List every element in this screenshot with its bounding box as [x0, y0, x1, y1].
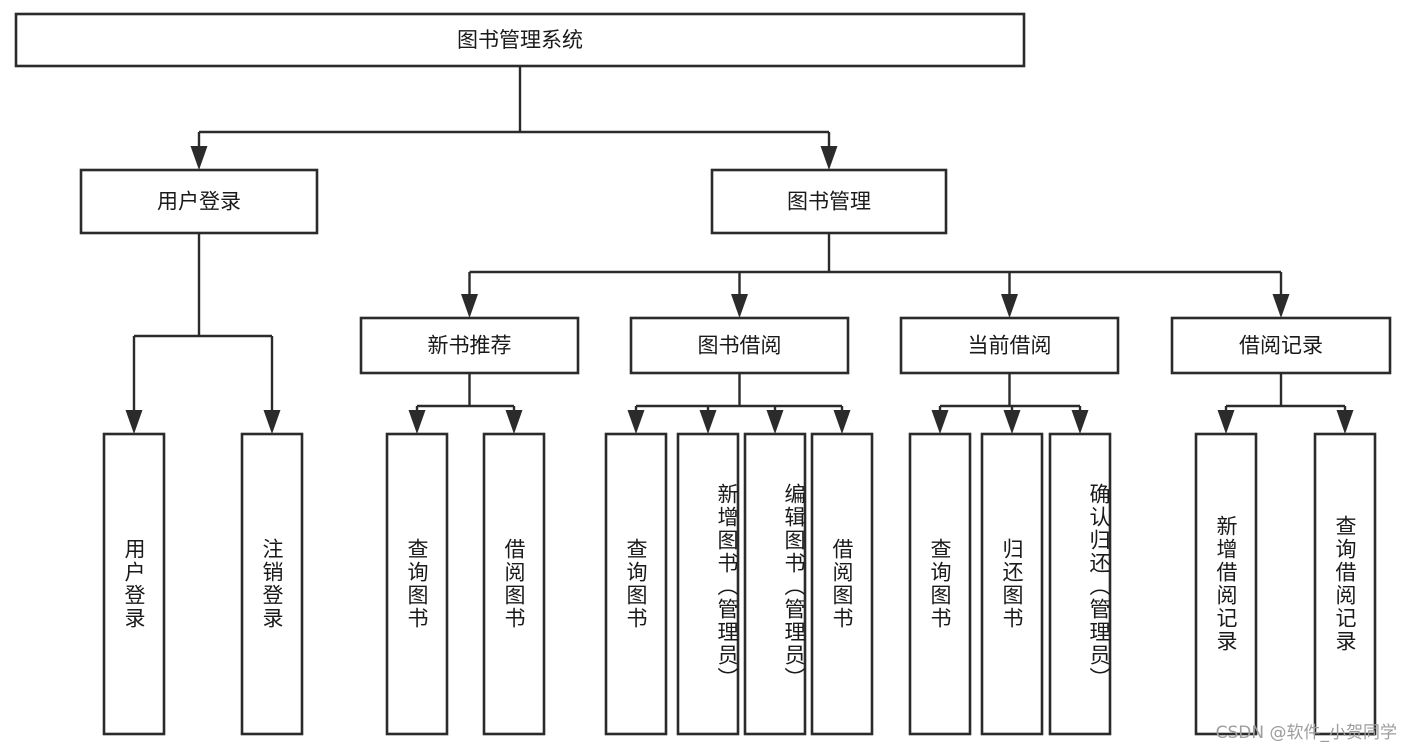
- node-box: [676, 432, 740, 736]
- leaf-node-7[interactable]: [810, 432, 874, 736]
- l2-0-branch-arrow-0-head: [408, 410, 426, 434]
- leaf-node-11[interactable]: [1194, 432, 1258, 736]
- node-box: [14, 12, 1026, 68]
- root-node-book-management-system[interactable]: 图书管理系统: [14, 12, 1026, 68]
- level1-node-book-management[interactable]: 图书管理: [710, 168, 948, 235]
- book-mgmt-branch-arrow-1-head: [731, 294, 748, 318]
- book-mgmt-branch-arrow-3-head: [1272, 294, 1290, 318]
- leaf-node-0[interactable]: [102, 432, 166, 736]
- leaf-node-3[interactable]: [482, 432, 546, 736]
- level2-node-0[interactable]: 新书推荐: [359, 316, 580, 375]
- root-branch-arrow-1-head: [820, 146, 838, 170]
- node-box: [810, 432, 874, 736]
- node-box: [629, 316, 850, 375]
- node-box: [359, 316, 580, 375]
- l2-3-branch-arrow-1-head: [1336, 410, 1354, 434]
- level2-node-3[interactable]: 借阅记录: [1170, 316, 1392, 375]
- node-label: 借阅记录: [1239, 334, 1323, 358]
- book-mgmt-branch-arrow-2-head: [1001, 294, 1018, 318]
- node-label: 图书管理系统: [457, 28, 583, 52]
- node-label: 图书借阅: [698, 334, 782, 358]
- leaf-node-2[interactable]: [385, 432, 449, 736]
- l2-3-branch-arrow-0-head: [1217, 410, 1235, 434]
- node-label: 新书推荐: [428, 334, 512, 358]
- l2-1-branch-arrow-0-head: [627, 410, 645, 434]
- node-box: [899, 316, 1120, 375]
- level2-node-1[interactable]: 图书借阅: [629, 316, 850, 375]
- node-box: [604, 432, 668, 736]
- node-box: [908, 432, 972, 736]
- user-login-branch-arrow-1-head: [263, 410, 281, 434]
- user-login-branch-arrow-0-head: [125, 410, 143, 434]
- node-box: [79, 168, 319, 235]
- node-label: 当前借阅: [968, 334, 1052, 358]
- leaf-node-5[interactable]: [676, 432, 740, 736]
- leaf-node-4[interactable]: [604, 432, 668, 736]
- connector-lines: [125, 66, 1354, 434]
- watermark-text: CSDN @软件_小贺同学: [1215, 723, 1397, 743]
- leaf-node-6[interactable]: [743, 432, 807, 736]
- node-label: 图书管理: [787, 190, 871, 214]
- node-box: [1048, 432, 1112, 736]
- node-box: [240, 432, 304, 736]
- leaf-node-9[interactable]: [980, 432, 1044, 736]
- root-branch-arrow-0-head: [190, 146, 208, 170]
- leaf-node-12[interactable]: [1313, 432, 1377, 736]
- l2-1-branch-arrow-1-head: [699, 410, 717, 434]
- l2-2-branch-arrow-2-head: [1071, 410, 1089, 434]
- node-label: 用户登录: [157, 190, 241, 214]
- node-box: [1313, 432, 1377, 736]
- level1-node-user-login[interactable]: 用户登录: [79, 168, 319, 235]
- node-box: [482, 432, 546, 736]
- node-box: [980, 432, 1044, 736]
- level2-node-2[interactable]: 当前借阅: [899, 316, 1120, 375]
- node-box: [102, 432, 166, 736]
- leaf-node-10[interactable]: [1048, 432, 1112, 736]
- l2-1-branch-arrow-2-head: [766, 410, 784, 434]
- l2-0-branch-arrow-1-head: [505, 410, 523, 434]
- l2-2-branch-arrow-1-head: [1003, 410, 1021, 434]
- l2-2-branch-arrow-0-head: [931, 410, 949, 434]
- l2-1-branch-arrow-3-head: [833, 410, 851, 434]
- book-mgmt-branch-arrow-0-head: [461, 294, 478, 318]
- leaf-node-8[interactable]: [908, 432, 972, 736]
- node-box: [743, 432, 807, 736]
- leaf-node-1[interactable]: [240, 432, 304, 736]
- node-box: [1194, 432, 1258, 736]
- node-box: [1170, 316, 1392, 375]
- node-box: [385, 432, 449, 736]
- node-box: [710, 168, 948, 235]
